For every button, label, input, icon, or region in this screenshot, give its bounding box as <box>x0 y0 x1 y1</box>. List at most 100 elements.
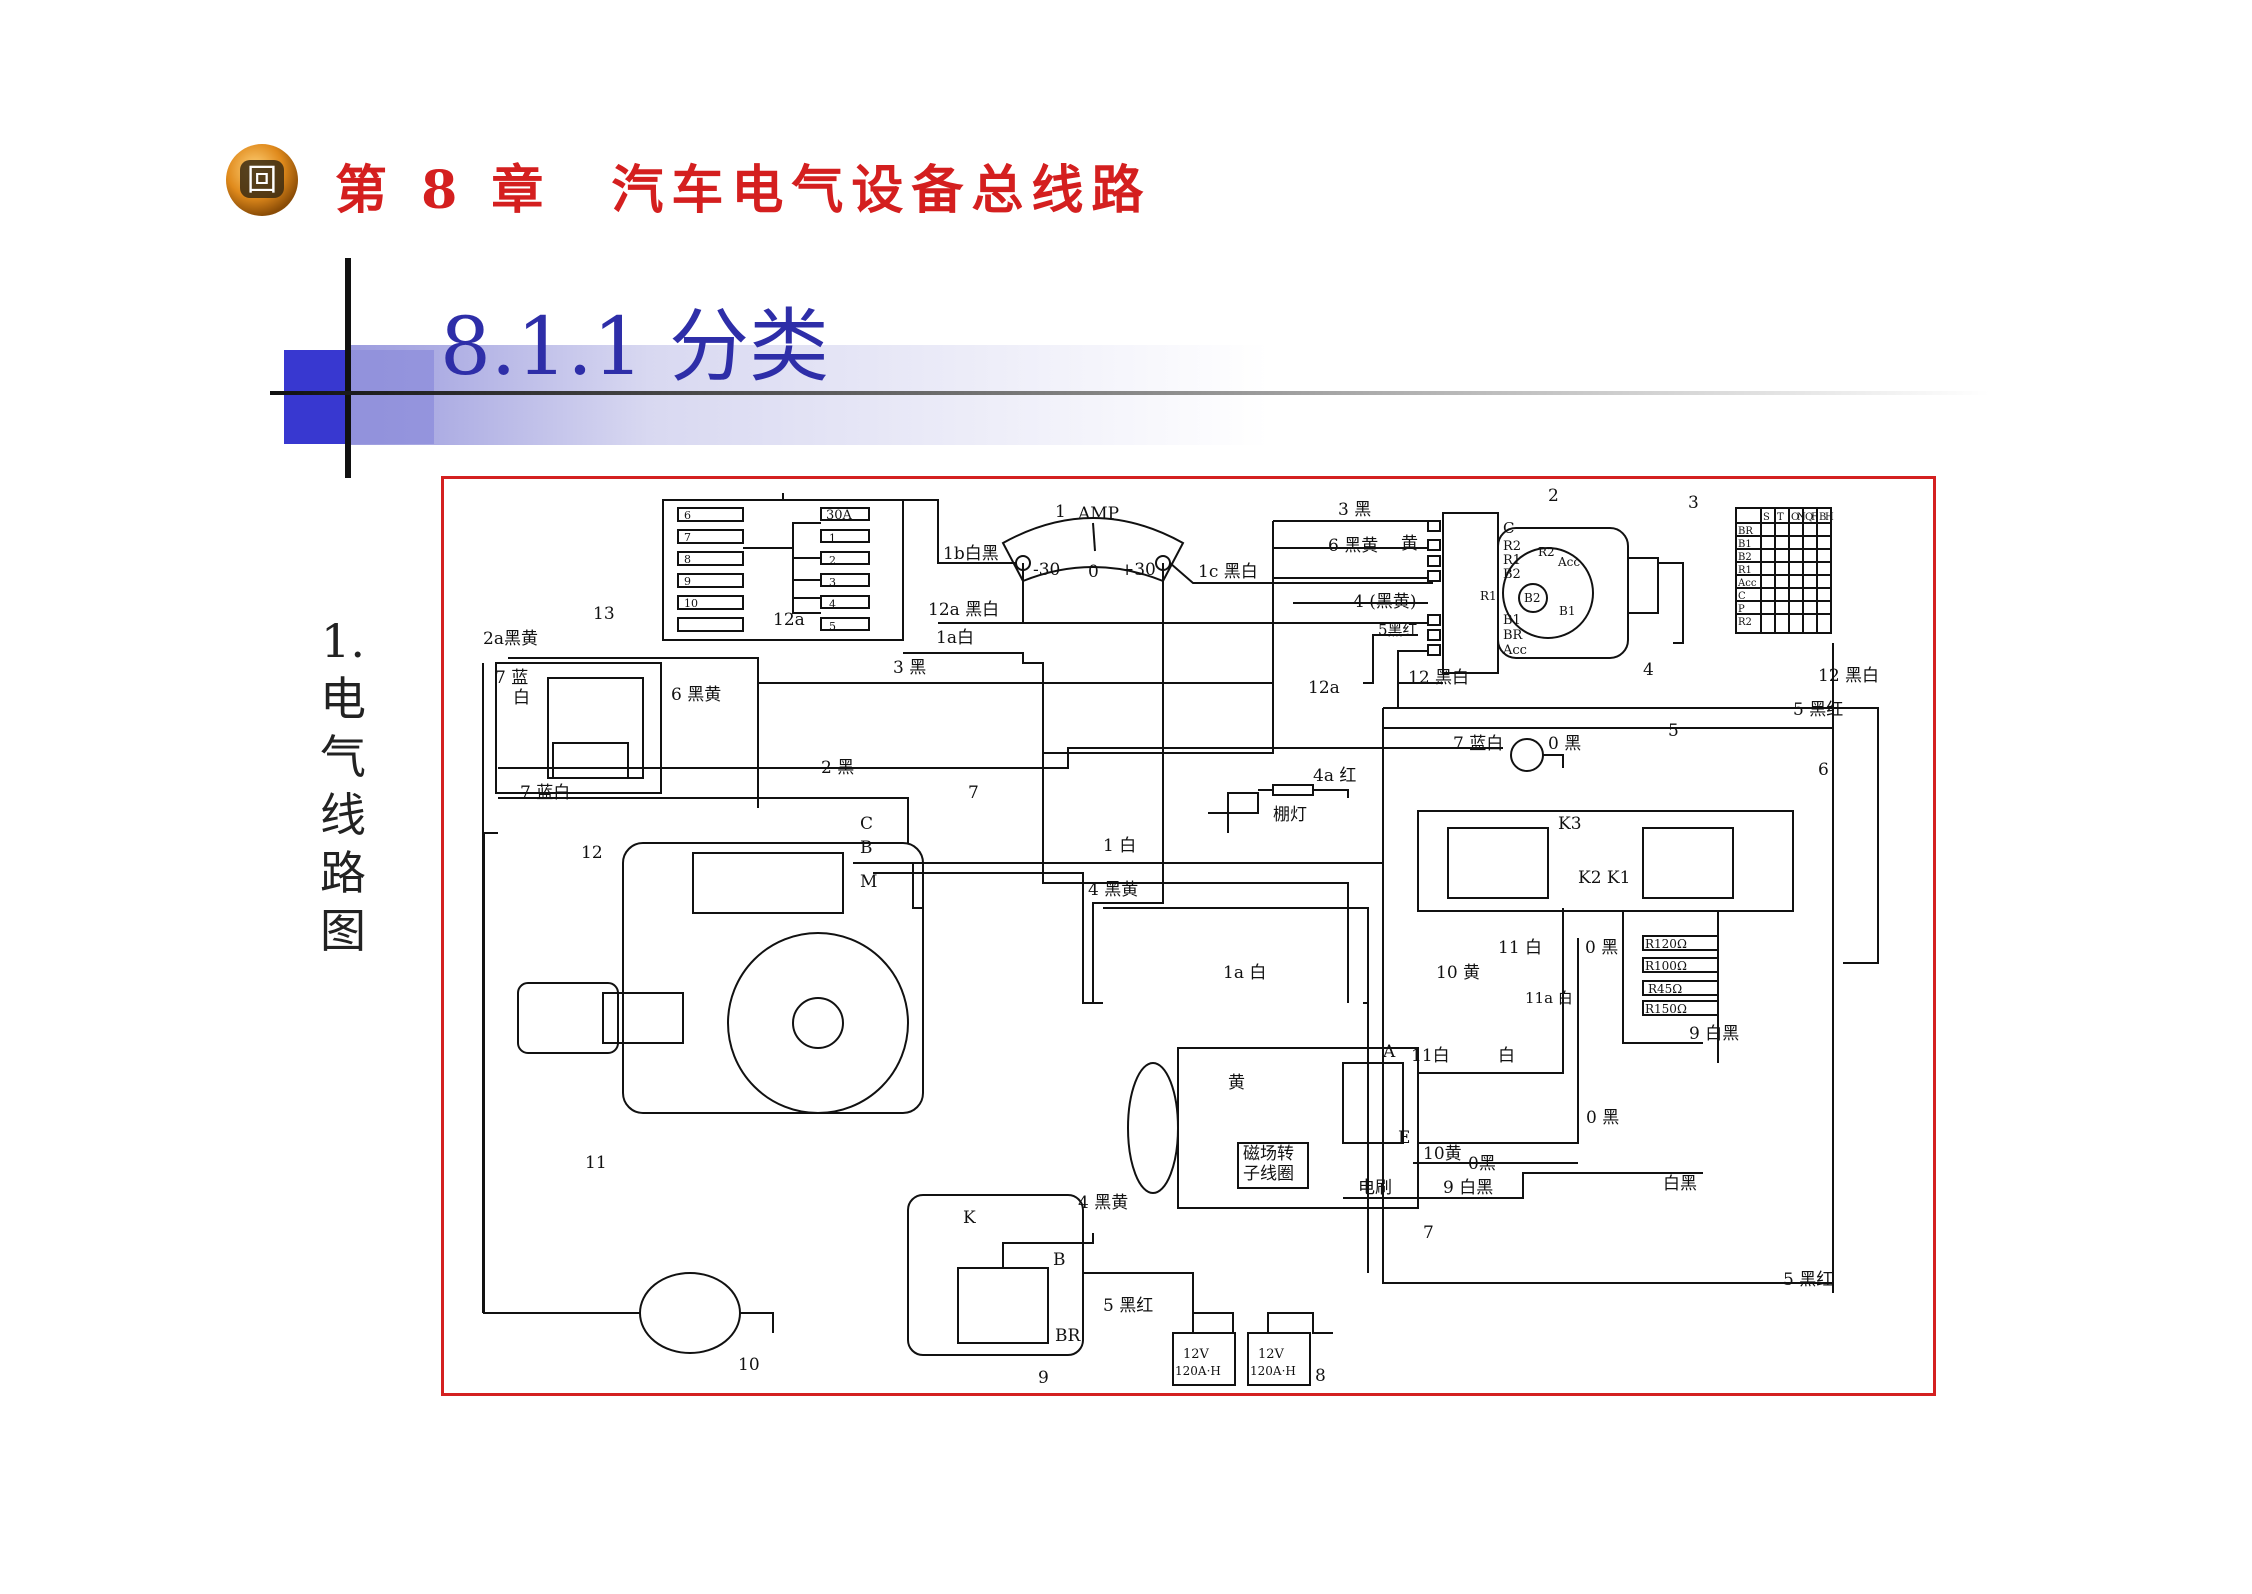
side-label: 1. 电 气 线 路 图 <box>318 612 368 960</box>
diagram-label: 13 <box>593 604 615 624</box>
wiring-diagram-svg: 1 AMP -30 0 +30 30A 1b白黑 1c 黑白 3 黑 6 黑黄 … <box>482 486 1879 1388</box>
diagram-label: P <box>1738 604 1745 615</box>
diagram-label: 5 黑红 <box>1783 1270 1833 1290</box>
side-label-number: 1. <box>321 614 365 668</box>
diagram-label: 1c 黑白 <box>1198 562 1258 582</box>
bullet-glyph: 回 <box>247 163 277 198</box>
diagram-label: BR <box>1055 1326 1081 1346</box>
diagram-label: Acc <box>1502 643 1527 658</box>
diagram-label: 11 白 <box>1498 938 1542 958</box>
diagram-label: 白黑 <box>1663 1174 1697 1194</box>
diagram-label: 6 黑黄 <box>671 685 721 705</box>
diagram-label: A <box>1382 1042 1396 1062</box>
diagram-label: 11 <box>585 1153 607 1173</box>
diagram-label: 6 <box>684 509 691 522</box>
diagram-label: 4 <box>829 598 836 611</box>
ammeter <box>1001 517 1185 583</box>
diagram-label: BR <box>1503 628 1524 643</box>
diagram-label: 9 <box>684 575 691 588</box>
diagram-label: B1 <box>1738 539 1752 550</box>
diagram-label: K2 K1 <box>1578 868 1630 888</box>
diagram-label: B1 <box>1503 613 1521 628</box>
diagram-label: 12a <box>1308 678 1340 698</box>
diagram-label: B2 <box>1738 552 1752 563</box>
side-label-char: 电 <box>320 672 366 726</box>
fuse-group-right <box>820 507 870 631</box>
diagram-label: C <box>1503 519 1514 537</box>
diagram-label: 8 <box>1315 1366 1326 1386</box>
diagram-label: R120Ω <box>1645 937 1687 951</box>
diagram-label: R150Ω <box>1645 1002 1687 1016</box>
diagram-label: 10 <box>684 597 698 610</box>
diagram-label: 10 <box>738 1355 760 1375</box>
diagram-label: 3 <box>829 576 836 589</box>
diagram-label: B1 <box>1559 604 1575 618</box>
diagram-label: 9 白黑 <box>1689 1024 1739 1044</box>
horn-10 <box>639 1272 741 1354</box>
battery-2 <box>1247 1332 1311 1386</box>
diagram-label: 6 <box>1818 760 1829 780</box>
diagram-label: 1 白 <box>1103 836 1136 856</box>
diagram-label: R2 <box>1538 545 1555 559</box>
diagram-label: 12a <box>773 610 805 630</box>
diagram-label: 12V <box>1183 1347 1210 1362</box>
diagram-label: 2 黑 <box>821 758 854 778</box>
diagram-label: R2 <box>1503 539 1521 554</box>
diagram-label: C <box>860 814 873 834</box>
diagram-label: 5 <box>1668 721 1679 741</box>
starter-motor <box>622 842 924 1114</box>
diagram-label: 子线圈 <box>1243 1164 1294 1184</box>
diagram-label: 12 黑白 <box>1818 666 1879 686</box>
diagram-label: B <box>860 838 873 858</box>
diagram-label: 4 黑黄 <box>1078 1193 1128 1213</box>
diagram-label: 10 黄 <box>1436 963 1480 983</box>
decorative-vertical-line <box>345 258 351 478</box>
diagram-label: 10黄 <box>1423 1144 1462 1164</box>
regulator-13 <box>495 662 662 794</box>
diagram-label: B <box>1819 512 1826 523</box>
diagram-label: F <box>1811 512 1818 523</box>
ammeter-label: AMP <box>1077 504 1119 524</box>
side-label-char: 路 <box>320 846 366 900</box>
diagram-label: 4a 红 <box>1313 766 1356 786</box>
decorative-gradient <box>350 345 2020 445</box>
diagram-label: 7 <box>684 531 691 544</box>
diagram-label: Acc <box>1737 578 1757 589</box>
lamp-4 <box>1510 738 1544 772</box>
diagram-label: C <box>1738 591 1746 602</box>
diagram-label: 5黑红 <box>1378 621 1418 639</box>
diagram-label: 1b白黑 <box>943 544 999 564</box>
diagram-label: 0 黑 <box>1585 938 1618 958</box>
diagram-label: M <box>860 872 877 892</box>
diagram-label: R1 <box>1738 565 1752 576</box>
wiring-diagram: 1 AMP -30 0 +30 30A 1b白黑 1c 黑白 3 黑 6 黑黄 … <box>441 476 1936 1396</box>
diagram-label: 6 黑黄 <box>1328 536 1378 556</box>
diagram-label: R1 <box>1480 589 1497 603</box>
cabin-lamp-switch <box>1227 792 1259 814</box>
diagram-label: BR <box>1738 526 1753 537</box>
diagram-label: 5 黑红 <box>1793 700 1843 720</box>
diagram-label: T <box>1777 512 1784 523</box>
diagram-label: B2 <box>1503 567 1521 582</box>
switch-truth-table <box>1735 507 1832 634</box>
diagram-label: Acc <box>1557 555 1580 569</box>
diagram-label: 3 黑 <box>1338 500 1371 520</box>
fuse-group-left <box>677 507 744 632</box>
diagram-label: H <box>1825 512 1834 523</box>
diagram-label: R1 <box>1503 553 1521 568</box>
diagram-label: 2a黑黄 <box>483 629 538 649</box>
bullet-icon: 回 <box>226 144 298 216</box>
ammeter-zero: 0 <box>1088 562 1099 582</box>
diagram-label: B <box>1053 1250 1066 1270</box>
diagram-label: 1a 白 <box>1223 963 1266 983</box>
ammeter-minus: -30 <box>1033 560 1060 580</box>
switch-terminals <box>1427 520 1441 656</box>
diagram-label: K <box>963 1208 976 1228</box>
diagram-label: Q <box>1805 512 1813 523</box>
diagram-label: R45Ω <box>1648 982 1682 996</box>
diagram-label: O <box>1791 512 1799 523</box>
chapter-title: 第 8 章 汽车电气设备总线路 <box>335 160 1152 221</box>
diagram-label: 12 黑白 <box>1408 668 1469 688</box>
diagram-label: 1 <box>1055 502 1066 522</box>
side-label-char: 图 <box>320 904 366 958</box>
